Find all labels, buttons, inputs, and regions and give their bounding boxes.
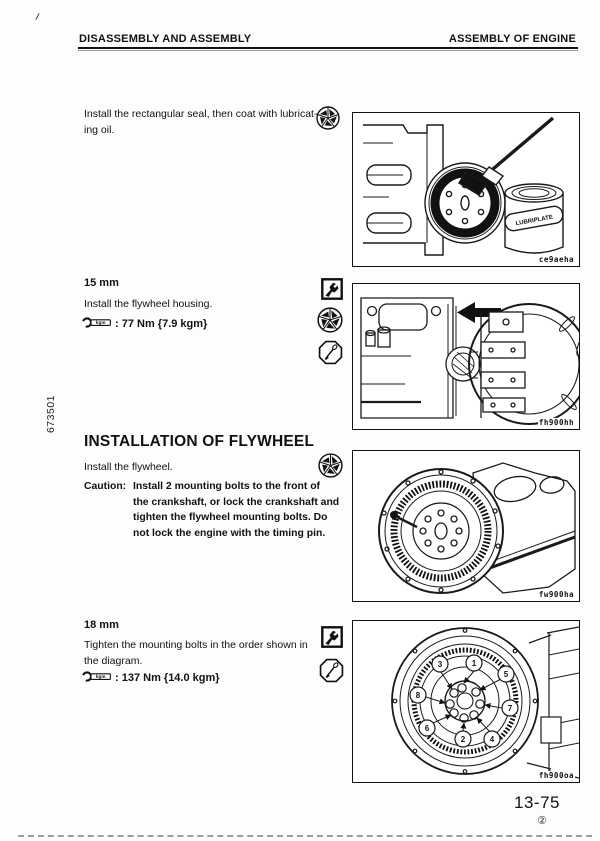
figure-caption: fw900ha (537, 590, 575, 599)
sealant-applicator-icon (319, 658, 344, 688)
torque-symbol-label: kgm (96, 320, 105, 325)
oil-coat-icon (315, 105, 341, 136)
tightening-order-drawing: 1 2 3 4 5 6 7 8 (391, 626, 580, 779)
scan-edge-line (18, 835, 592, 837)
header-rule-shadow (78, 50, 578, 51)
seal-instruction-text: Install the rectangular seal, then coat … (84, 108, 318, 137)
bolt-number: 2 (461, 735, 466, 744)
torque-wrench-icon: kgm (81, 670, 112, 686)
bolt-number: 4 (490, 735, 495, 744)
flywheel-housing-drawing (360, 297, 590, 425)
bolt-number: 5 (504, 670, 509, 679)
housing-instruction-text: Install the flywheel housing. (84, 298, 213, 310)
header-left-title: DISASSEMBLY AND ASSEMBLY (79, 33, 252, 45)
scan-artifact (35, 13, 40, 20)
figure-caption: ce9aeha (537, 255, 575, 264)
seal-lubrication-drawing: LUBRIPLATE (363, 116, 564, 256)
oil-coat-icon (316, 306, 344, 339)
figure-caption: fh900hh (537, 418, 575, 427)
torque-symbol-label: kgm (96, 674, 105, 679)
figure-seal-lubrication: LUBRIPLATE ce9aeha (352, 112, 580, 267)
header-rule (78, 47, 578, 50)
tightening-instruction-text: Tighten the mounting bolts in the order … (84, 639, 308, 668)
caution-label: Caution: (84, 481, 127, 492)
tool-wrench-icon (321, 278, 343, 305)
torque-spec-row: kgm : 137 Nm {14.0 kgm} (81, 670, 220, 686)
bolt-number: 1 (472, 659, 477, 668)
section-heading: INSTALLATION OF FLYWHEEL (84, 433, 315, 450)
bolt-number: 3 (438, 660, 443, 669)
caution-block: Caution: Install 2 mounting bolts to the… (84, 479, 342, 541)
bolt-number: 6 (425, 724, 430, 733)
figure-flywheel: fw900ha (352, 450, 580, 602)
bolt-number: 7 (508, 704, 513, 713)
torque-spec-row: kgm : 77 Nm {7.9 kgm} (81, 316, 208, 332)
tool-wrench-icon (321, 626, 343, 653)
flywheel-drawing (378, 462, 576, 594)
figure-caption: fh900oa (537, 771, 575, 780)
figure-tightening-order: 1 2 3 4 5 6 7 8 fh900oa (352, 620, 580, 783)
torque-value: : 77 Nm {7.9 kgm} (115, 318, 208, 330)
caution-text: Install 2 mounting bolts to the front of… (133, 481, 340, 539)
torque-value: : 137 Nm {14.0 kgm} (115, 672, 220, 684)
oil-coat-icon (317, 452, 344, 484)
figure-flywheel-housing: fh900hh (352, 283, 590, 430)
wrench-size-label: 15 mm (84, 277, 119, 289)
torque-wrench-icon: kgm (81, 316, 112, 332)
sheet-badge: ② (537, 815, 547, 827)
wrench-size-label: 18 mm (84, 619, 119, 631)
margin-form-code: 673501 (45, 394, 57, 434)
flywheel-instruction-text: Install the flywheel. (84, 461, 173, 473)
sealant-applicator-icon (318, 340, 343, 370)
bolt-number: 8 (416, 691, 421, 700)
header-right-title: ASSEMBLY OF ENGINE (448, 33, 576, 45)
page-number: 13-75 (514, 793, 560, 812)
